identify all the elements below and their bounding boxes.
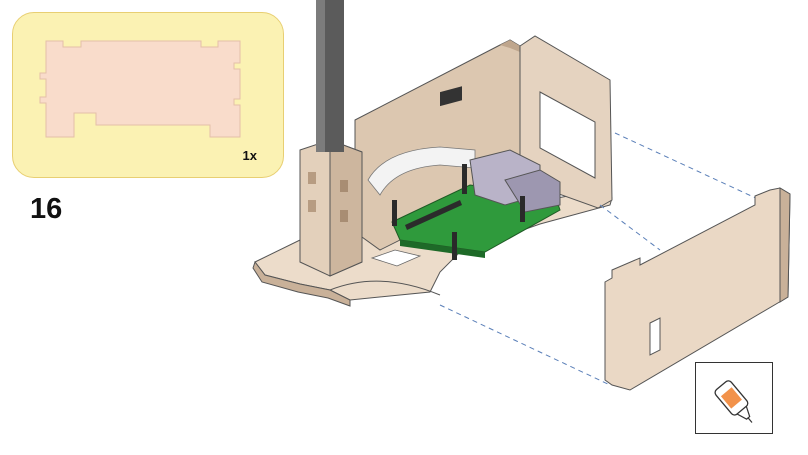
quantity-label: 1x	[242, 148, 257, 163]
right-wall	[519, 35, 613, 209]
step-number: 16	[30, 193, 63, 225]
glue-icon-box	[695, 362, 773, 434]
alignment-guides	[439, 132, 761, 386]
antenna-tower	[299, 0, 363, 277]
standoffs	[392, 164, 525, 260]
glue-bottle-icon	[714, 380, 753, 423]
side-panel-outline	[39, 40, 241, 138]
raspberry-pi-board	[391, 86, 561, 258]
part-preview-card: 1x	[12, 12, 284, 178]
side-panel	[604, 187, 791, 391]
